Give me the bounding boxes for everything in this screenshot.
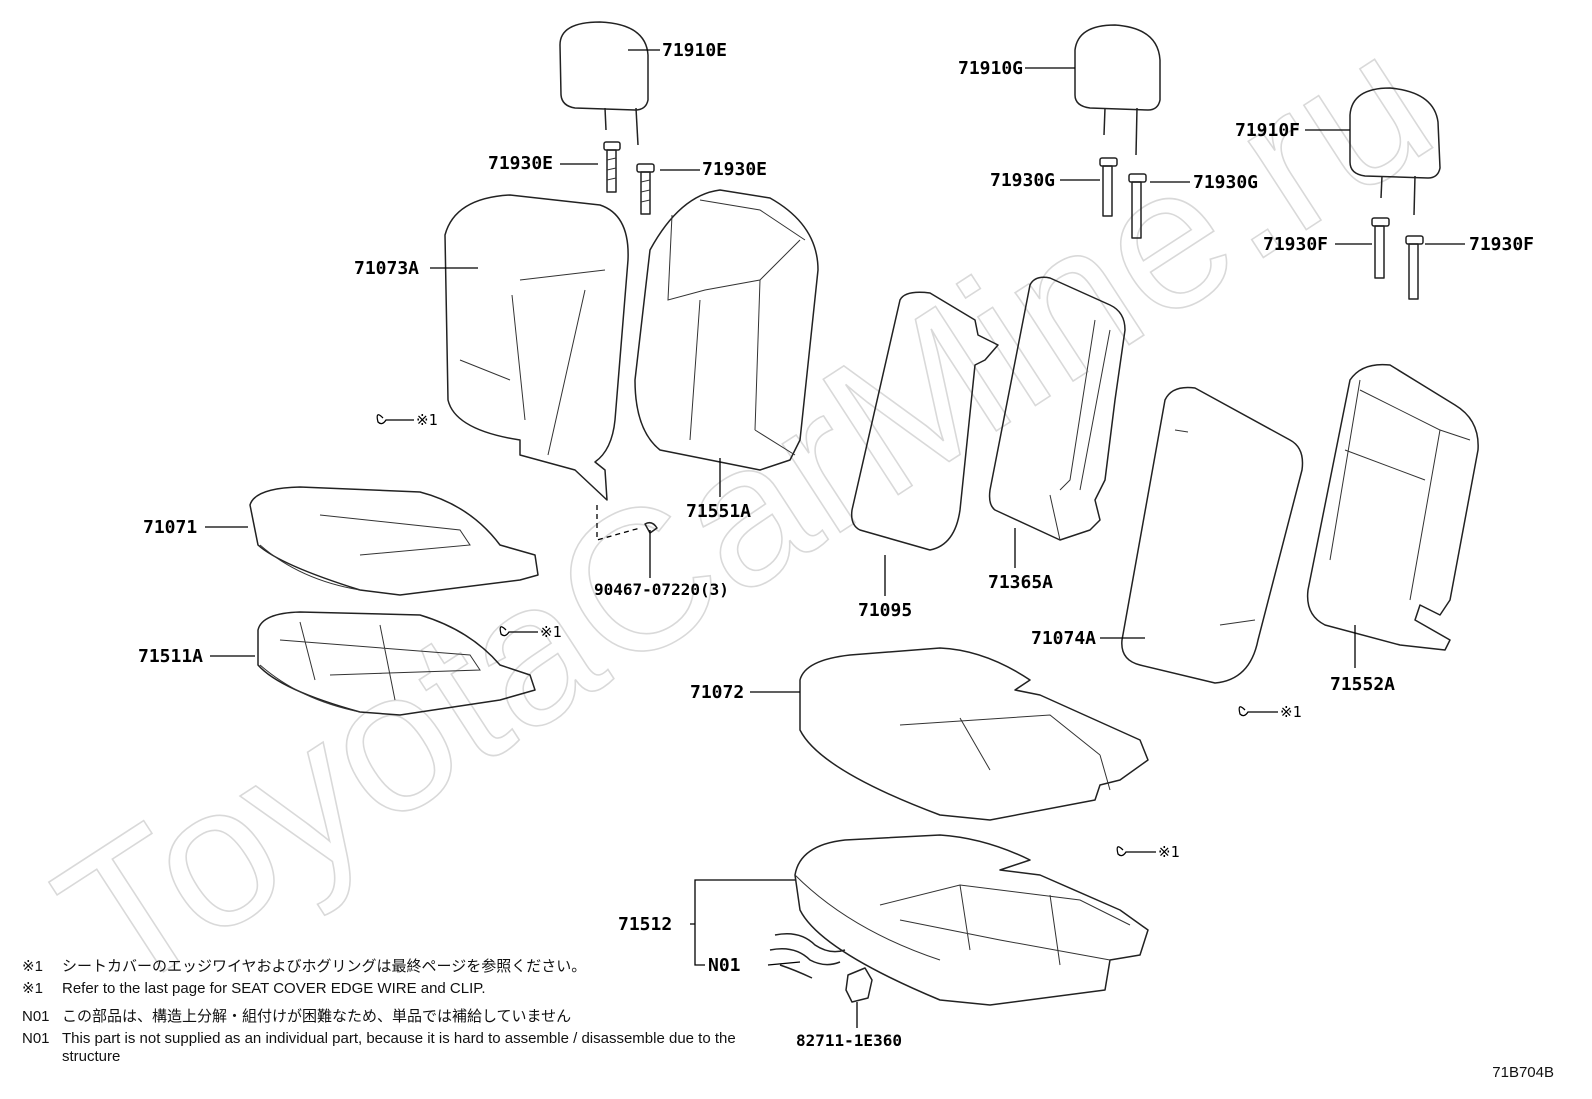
headrest-right[interactable] <box>1349 87 1441 216</box>
label-71910G[interactable]: 71910G <box>958 58 1023 79</box>
cushion-pad-left[interactable] <box>249 486 539 596</box>
leader-bracket <box>690 879 795 966</box>
label-71552A[interactable]: 71552A <box>1330 674 1395 695</box>
label-71930E[interactable]: 71930E <box>702 159 767 180</box>
svg-text:※1: ※1 <box>540 623 562 641</box>
label-71074A[interactable]: 71074A <box>1031 628 1096 649</box>
guide-left-b[interactable] <box>636 163 655 215</box>
note-row: N01 This part is not supplied as an indi… <box>22 1030 742 1066</box>
svg-text:※1: ※1 <box>1158 843 1180 861</box>
note-text: シートカバーのエッジワイヤおよびホグリングは最終ページを参照ください。 <box>62 958 587 975</box>
label-90467[interactable]: 90467-07220(3) <box>594 580 729 599</box>
cushion-pad-rear[interactable] <box>799 647 1149 821</box>
bolt-left[interactable] <box>596 505 658 541</box>
edge-wire-marker: ※1 <box>1116 843 1180 861</box>
cushion-cover-rear[interactable] <box>794 834 1149 1006</box>
diagram-code: 71B704B <box>1492 1064 1554 1081</box>
guide-center-a[interactable] <box>1099 157 1118 217</box>
guide-center-b[interactable] <box>1128 173 1147 239</box>
back-cover-left[interactable] <box>634 189 819 471</box>
edge-wire-marker: ※1 <box>499 623 562 641</box>
headrest-center[interactable] <box>1074 24 1161 156</box>
note-key: N01 <box>22 1030 50 1047</box>
harness[interactable] <box>769 933 846 979</box>
label-71930G[interactable]: 71930G <box>990 170 1055 191</box>
label-71512[interactable]: 71512 <box>618 914 672 935</box>
note-row: N01 この部品は、構造上分解・組付けが困難なため、単品では補給していません <box>22 1008 742 1026</box>
connector[interactable] <box>845 967 873 1003</box>
label-71910F[interactable]: 71910F <box>1235 120 1300 141</box>
cushion-cover-left[interactable] <box>257 611 536 716</box>
guide-right-a[interactable] <box>1371 217 1390 279</box>
note-key: ※1 <box>22 958 43 975</box>
back-board[interactable] <box>850 291 999 551</box>
guide-left-a[interactable] <box>603 141 621 193</box>
note-key: N01 <box>22 1008 50 1025</box>
label-71365A[interactable]: 71365A <box>988 572 1053 593</box>
back-cover-right[interactable] <box>1306 363 1479 651</box>
note-text: Refer to the last page for SEAT COVER ED… <box>62 980 486 997</box>
armrest-cover[interactable] <box>988 276 1126 541</box>
label-71910E[interactable]: 71910E <box>662 40 727 61</box>
label-71511A[interactable]: 71511A <box>138 646 203 667</box>
edge-wire-marker: ※1 <box>1238 703 1302 721</box>
note-key: ※1 <box>22 980 43 997</box>
svg-text:※1: ※1 <box>1280 703 1302 721</box>
note-row: ※1 Refer to the last page for SEAT COVER… <box>22 980 742 998</box>
label-71072[interactable]: 71072 <box>690 682 744 703</box>
edge-wire-marker: ※1 <box>376 411 438 429</box>
label-71930E[interactable]: 71930E <box>488 153 553 174</box>
note-row: ※1 シートカバーのエッジワイヤおよびホグリングは最終ページを参照ください。 <box>22 958 742 976</box>
leader-line <box>767 961 801 966</box>
back-pad-right[interactable] <box>1121 386 1304 684</box>
label-N01[interactable]: N01 <box>708 955 741 976</box>
label-71930F[interactable]: 71930F <box>1469 234 1534 255</box>
label-71073A[interactable]: 71073A <box>354 258 419 279</box>
label-71551A[interactable]: 71551A <box>686 501 751 522</box>
note-text: This part is not supplied as an individu… <box>62 1030 736 1065</box>
svg-text:※1: ※1 <box>416 411 438 429</box>
label-71930G[interactable]: 71930G <box>1193 172 1258 193</box>
guide-right-b[interactable] <box>1405 235 1424 300</box>
label-71095[interactable]: 71095 <box>858 600 912 621</box>
label-82711[interactable]: 82711-1E360 <box>796 1031 902 1050</box>
note-text: この部品は、構造上分解・組付けが困難なため、単品では補給していません <box>62 1008 572 1025</box>
back-pad-left[interactable] <box>444 194 629 501</box>
label-71071[interactable]: 71071 <box>143 517 197 538</box>
headrest-left[interactable] <box>559 21 649 146</box>
label-71930F[interactable]: 71930F <box>1263 234 1328 255</box>
footnotes: ※1 シートカバーのエッジワイヤおよびホグリングは最終ページを参照ください。 ※… <box>22 958 742 1070</box>
